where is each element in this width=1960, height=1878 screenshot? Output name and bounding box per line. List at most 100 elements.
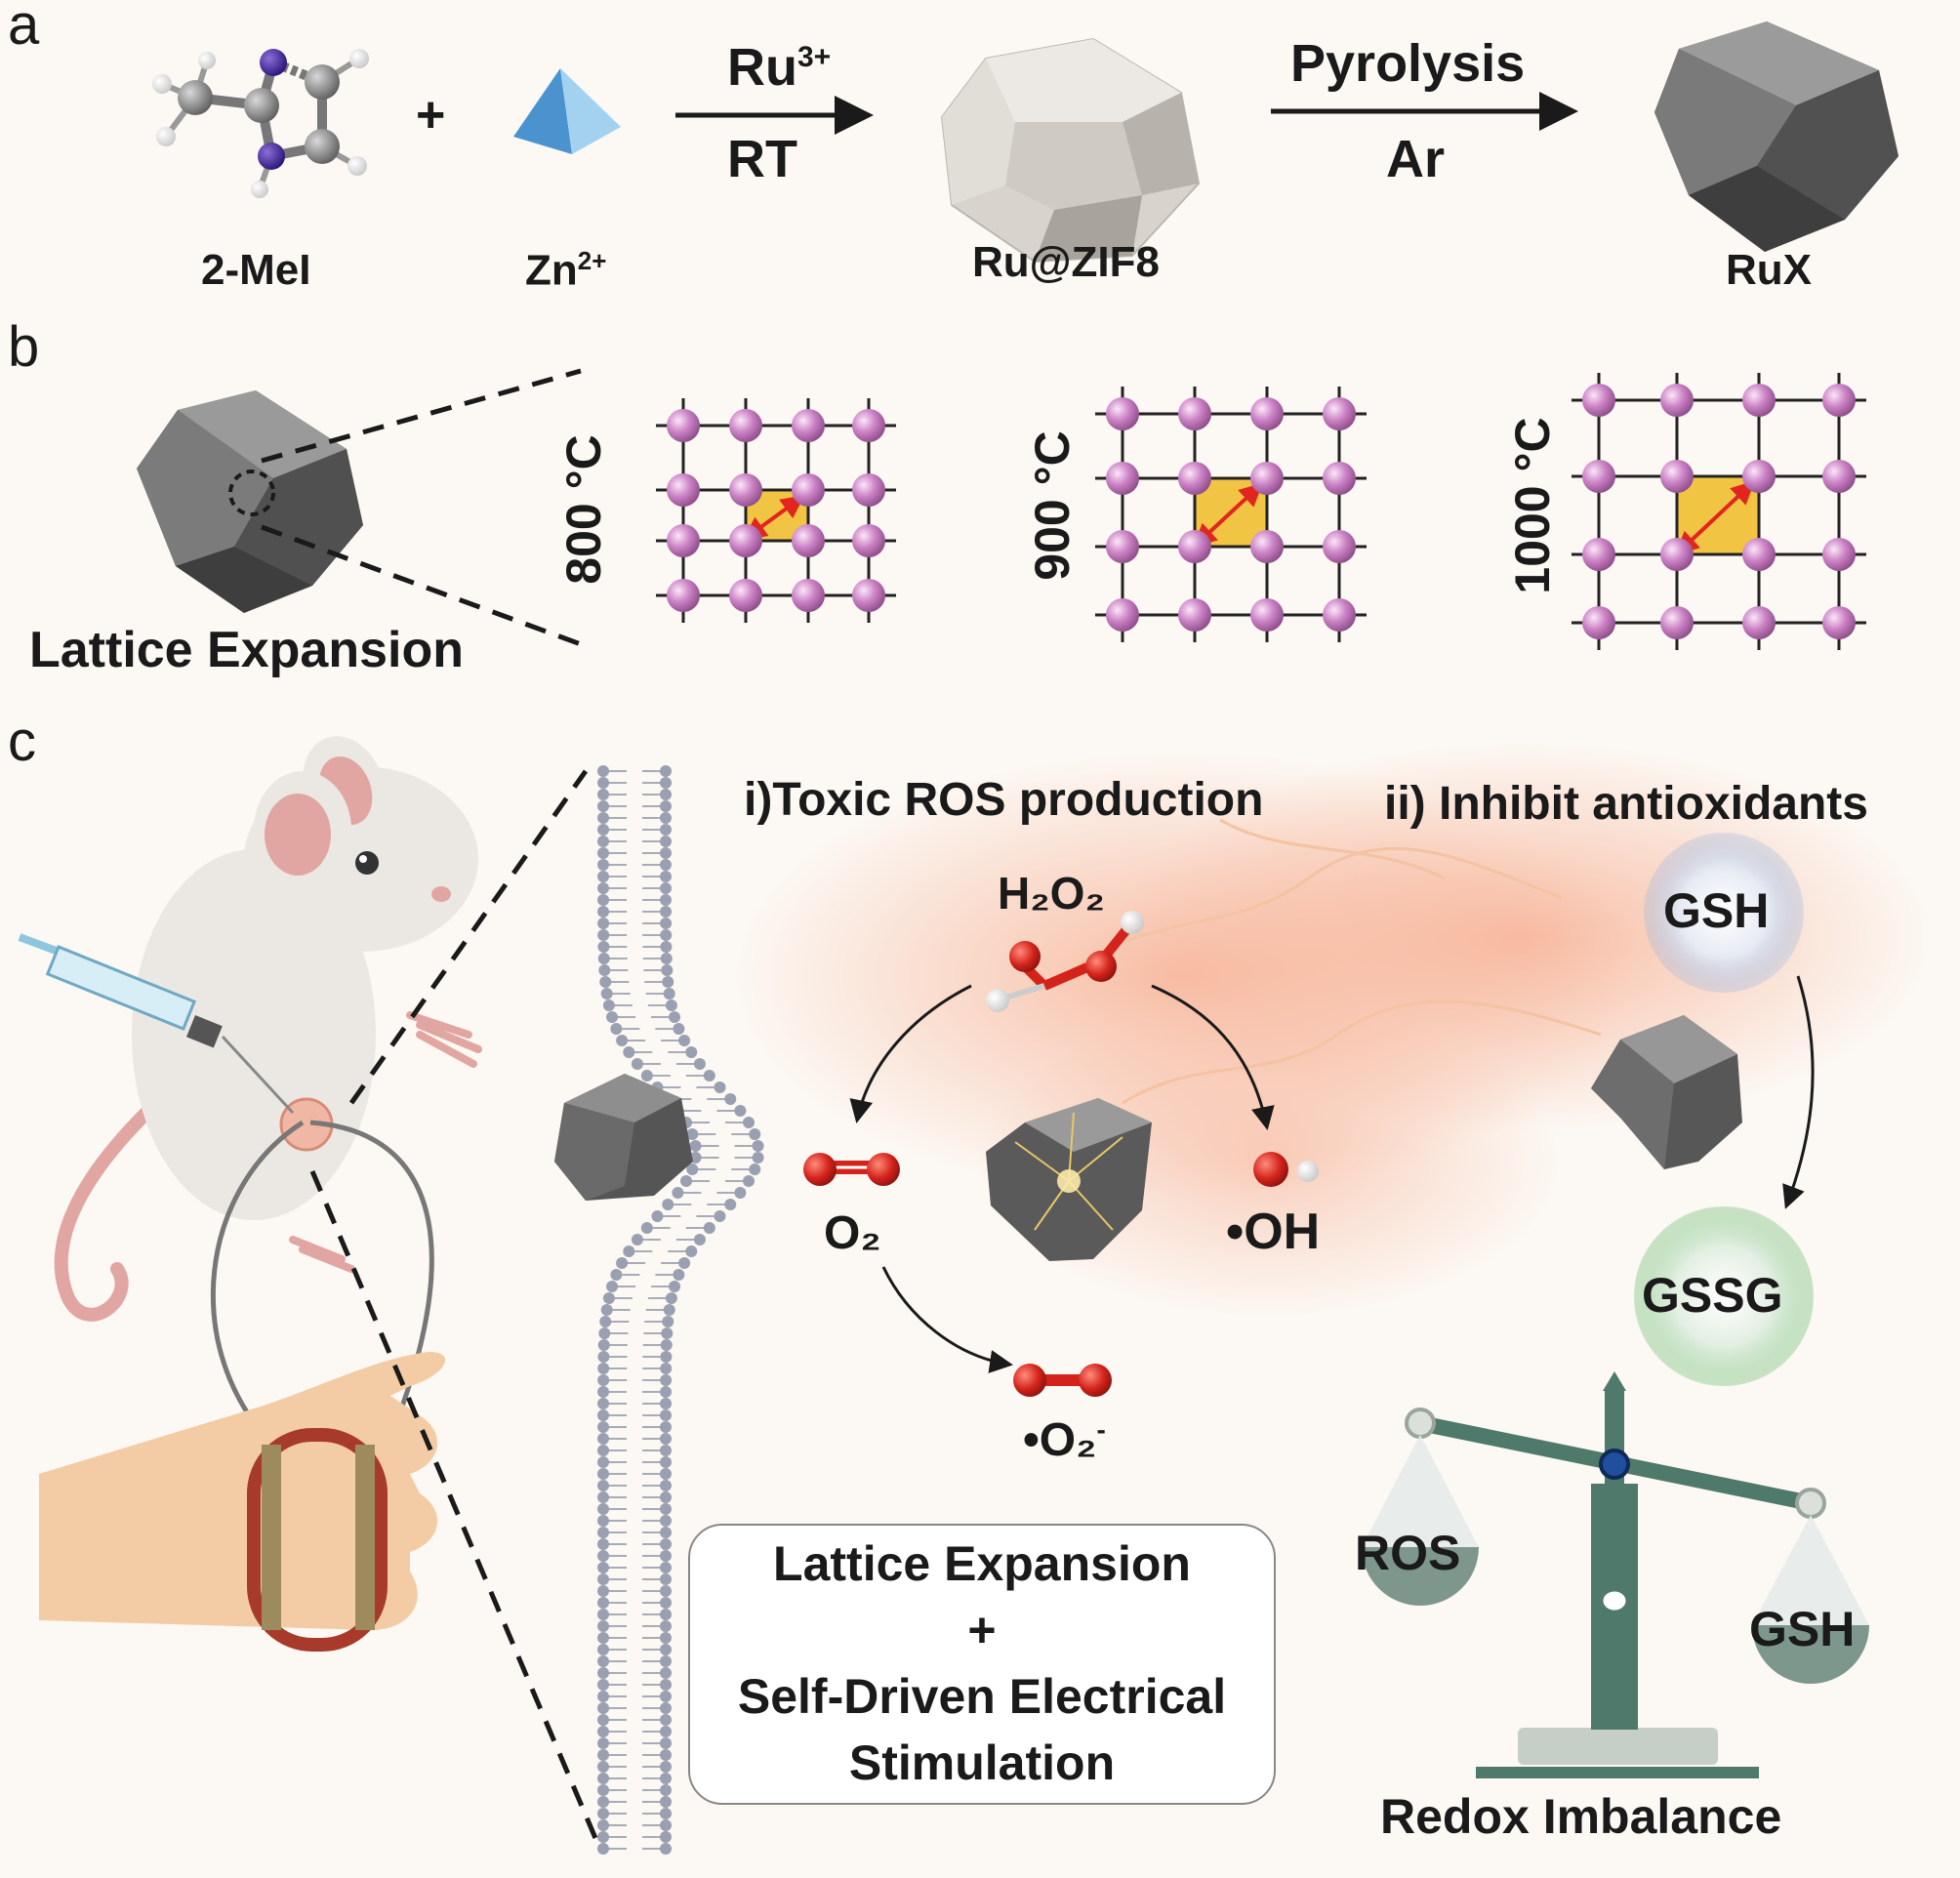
rux-particle-membrane bbox=[554, 1074, 693, 1201]
lipid-head bbox=[678, 1257, 691, 1269]
lipid-head bbox=[597, 1433, 610, 1445]
lattice-atom bbox=[1742, 384, 1776, 417]
product-label: RuX bbox=[1726, 246, 1812, 294]
lipid-head bbox=[660, 1714, 672, 1726]
lipid-head bbox=[686, 1128, 699, 1140]
lipid-head bbox=[597, 1421, 610, 1433]
lipid-head bbox=[616, 1035, 629, 1046]
rux-crystal-zoom bbox=[137, 390, 363, 613]
lattice-atom bbox=[1106, 598, 1139, 632]
lattice-0 bbox=[656, 398, 896, 623]
lipid-head bbox=[685, 1046, 698, 1058]
lipid-head bbox=[660, 765, 672, 777]
lipid-head bbox=[597, 871, 610, 882]
lipid-head bbox=[597, 1409, 610, 1421]
lipid-head bbox=[598, 964, 611, 976]
lipid-head bbox=[660, 1445, 673, 1456]
lipid-head bbox=[662, 976, 674, 988]
h2o2-molecule bbox=[986, 911, 1144, 1012]
lipid-head bbox=[597, 1761, 609, 1773]
lipid-head bbox=[597, 1503, 609, 1515]
cell-membrane bbox=[597, 765, 764, 1855]
methylimidazole-molecule bbox=[152, 49, 369, 198]
lipid-head bbox=[724, 1093, 737, 1105]
lipid-head bbox=[752, 1140, 764, 1152]
lattice-atom bbox=[1250, 530, 1284, 563]
lipid-head bbox=[660, 1784, 672, 1796]
lipid-head bbox=[660, 1538, 672, 1550]
panel-label-a: a bbox=[8, 0, 40, 57]
lipid-head bbox=[660, 1339, 673, 1351]
lattice-atom bbox=[1106, 462, 1139, 495]
lipid-head bbox=[660, 941, 673, 953]
lipid-head bbox=[660, 789, 672, 800]
lipid-head bbox=[597, 1527, 609, 1538]
lipid-head bbox=[660, 1374, 673, 1386]
lipid-head bbox=[660, 1456, 673, 1468]
lattice-atom bbox=[667, 473, 700, 507]
lipid-head bbox=[660, 1632, 672, 1644]
lipid-head bbox=[597, 1620, 609, 1632]
lipid-head bbox=[597, 836, 610, 847]
lipid-head bbox=[714, 1082, 726, 1093]
lattice-atom bbox=[1660, 538, 1694, 571]
lipid-head bbox=[610, 1269, 623, 1281]
lattice-atom bbox=[1250, 397, 1284, 430]
lattice-expansion-title: Lattice Expansion bbox=[29, 622, 464, 678]
lattice-atom bbox=[1582, 538, 1615, 571]
lipid-head bbox=[631, 1234, 643, 1245]
lattice-atom bbox=[1323, 397, 1356, 430]
lipid-head bbox=[660, 824, 673, 836]
lipid-head bbox=[660, 871, 673, 882]
lipid-head bbox=[660, 1527, 672, 1538]
lipid-head bbox=[660, 1491, 672, 1503]
lipid-head bbox=[660, 777, 672, 789]
lipid-head bbox=[660, 1503, 672, 1515]
lipid-head bbox=[623, 1046, 635, 1058]
lattice-atom bbox=[1323, 598, 1356, 632]
lipid-head bbox=[661, 1327, 674, 1339]
lipid-head bbox=[660, 800, 672, 812]
lipid-head bbox=[597, 1597, 609, 1609]
lipid-head bbox=[597, 918, 610, 929]
gsh-bubble bbox=[1644, 833, 1804, 993]
lipid-head bbox=[743, 1175, 755, 1187]
lipid-head bbox=[597, 1655, 609, 1667]
expansion-arrow bbox=[1675, 480, 1755, 555]
o2-molecule bbox=[803, 1153, 900, 1186]
ligand-label: 2-MeI bbox=[201, 246, 311, 294]
ru-zif8-crystal bbox=[940, 37, 1201, 264]
lipid-head bbox=[693, 1058, 706, 1070]
lipid-head bbox=[623, 1245, 635, 1257]
lipid-head bbox=[660, 1702, 672, 1714]
lipid-head bbox=[660, 1620, 672, 1632]
lipid-head bbox=[597, 1808, 609, 1819]
hand-and-device bbox=[39, 1120, 446, 1652]
lattice-atom bbox=[729, 524, 762, 557]
lipid-head bbox=[660, 1761, 672, 1773]
lattice-atom bbox=[1822, 384, 1856, 417]
lipid-head bbox=[662, 1199, 674, 1210]
lipid-head bbox=[597, 765, 609, 777]
lipid-head bbox=[597, 906, 610, 918]
lipid-head bbox=[597, 1749, 609, 1761]
lattice-atom bbox=[792, 579, 825, 612]
hydroxyl-molecule bbox=[1253, 1152, 1319, 1187]
temperature-label-800: 800 °C bbox=[556, 434, 611, 585]
lipid-head bbox=[714, 1210, 726, 1222]
conclusion-line-1: Lattice Expansion bbox=[773, 1536, 1191, 1591]
lipid-head bbox=[669, 1281, 681, 1292]
syringe bbox=[18, 933, 295, 1115]
lipid-head bbox=[660, 882, 673, 894]
temperature-label-900: 900 °C bbox=[1025, 430, 1080, 581]
lipid-head bbox=[597, 1398, 610, 1409]
lattice-atom bbox=[1660, 460, 1694, 493]
expansion-arrow bbox=[1193, 482, 1263, 548]
lipid-head bbox=[693, 1234, 706, 1245]
h2o2-label: H₂O₂ bbox=[998, 868, 1105, 919]
lattice-atom bbox=[729, 473, 762, 507]
lattice-atom bbox=[1742, 606, 1776, 639]
lipid-head bbox=[597, 1843, 609, 1855]
lipid-head bbox=[660, 918, 673, 929]
